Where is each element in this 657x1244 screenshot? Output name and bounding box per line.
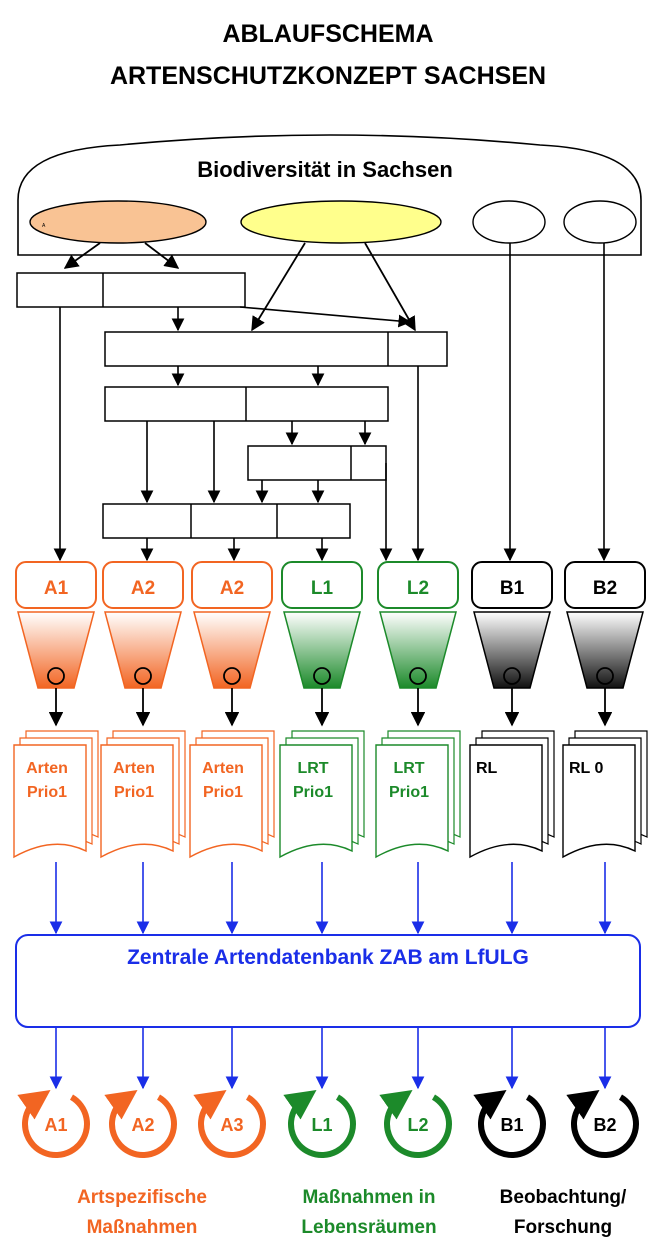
category-label-4: L1	[311, 578, 334, 599]
database-box	[15, 934, 641, 1028]
category-box-1	[15, 561, 97, 609]
category-label-1: A1	[44, 578, 69, 599]
cycle-label-2: A2	[131, 1115, 154, 1135]
doc-text-line-1-1: Arten	[26, 760, 68, 777]
dome-label: Biodiversität in Sachsen	[197, 157, 453, 182]
cycle-arrow-2	[104, 1089, 177, 1158]
group-artspezifisch-line-1: Artspezifische	[77, 1187, 207, 1208]
cycle-label-7: B2	[593, 1115, 616, 1135]
cycle-label-3: A3	[220, 1115, 243, 1135]
cycle-arrow-6	[473, 1089, 546, 1158]
funnel-7	[566, 611, 644, 689]
funnel-3	[193, 611, 271, 689]
cycle-arrow-4	[283, 1089, 356, 1158]
funnel-5	[379, 611, 457, 689]
cycle-arrow-7	[566, 1089, 639, 1158]
category-box-6	[471, 561, 553, 609]
group-forschung-line-1: Beobachtung/	[500, 1187, 627, 1208]
cycle-label-6: B1	[500, 1115, 523, 1135]
doc-text-line-1-3: Arten	[202, 760, 244, 777]
doc-sheet-front-2	[100, 744, 174, 859]
doc-text-line-2-2: Prio1	[114, 784, 154, 801]
doc-text-line-2-3: Prio1	[203, 784, 243, 801]
group-artspezifisch-line-2: Maßnahmen	[87, 1217, 198, 1238]
category-label-5: L2	[407, 578, 429, 599]
doc-text-line-1-7: RL 0	[569, 760, 603, 777]
funnel-outlet-4	[313, 667, 331, 685]
group-labels: Artspezifische Maßnahmen Maßnahmen in Le…	[77, 1187, 627, 1238]
sel-box-2	[104, 331, 448, 367]
category-columns: A1ArtenPrio1A1A2ArtenPrio1A2A2ArtenPrio1…	[13, 561, 648, 1158]
category-box-7	[564, 561, 646, 609]
doc-text-line-1-4: LRT	[297, 760, 328, 777]
cycle-label-1: A1	[44, 1115, 67, 1135]
doc-text-line-2-5: Prio1	[389, 784, 429, 801]
ellipse-lebensraum	[240, 200, 442, 244]
sel-box-1	[16, 272, 246, 308]
category-box-4	[281, 561, 363, 609]
doc-sheet-front-7	[562, 744, 636, 859]
sel-box-5	[102, 503, 351, 539]
funnel-outlet-7	[596, 667, 614, 685]
doc-sheet-front-4	[279, 744, 353, 859]
group-forschung-line-2: Forschung	[514, 1217, 612, 1238]
funnel-2	[104, 611, 182, 689]
category-box-5	[377, 561, 459, 609]
doc-text-line-2-1: Prio1	[27, 784, 67, 801]
box-flow-arrows	[53, 243, 611, 562]
doc-sheet-front-6	[469, 744, 543, 859]
funnel-outlet-3	[223, 667, 241, 685]
cycle-label-4: L1	[311, 1115, 332, 1135]
funnel-outlet-1	[47, 667, 65, 685]
category-box-3	[191, 561, 273, 609]
cycle-arrow-1	[17, 1089, 90, 1158]
title-line-2: ARTENSCHUTZKONZEPT SACHSEN	[110, 62, 546, 90]
category-box-2	[102, 561, 184, 609]
doc-text-line-1-5: LRT	[393, 760, 424, 777]
doc-text-line-2-4: Prio1	[293, 784, 333, 801]
category-label-3: A2	[220, 578, 244, 599]
doc-sheet-front-5	[375, 744, 449, 859]
funnel-6	[473, 611, 551, 689]
doc-text-line-1-2: Arten	[113, 760, 155, 777]
doc-text-line-1-6: RL	[476, 760, 498, 777]
category-label-6: B1	[500, 578, 525, 599]
group-lebensraum-line-2: Lebensräumen	[301, 1217, 436, 1238]
cycle-arrow-5	[379, 1089, 452, 1158]
funnel-1	[17, 611, 95, 689]
cycle-arrow-3	[193, 1089, 266, 1158]
database-label: Zentrale Artendatenbank ZAB am LfULG	[127, 946, 529, 969]
doc-sheet-front-1	[13, 744, 87, 859]
cycle-label-5: L2	[407, 1115, 428, 1135]
category-label-7: B2	[593, 578, 617, 599]
funnel-outlet-5	[409, 667, 427, 685]
ellipse-b2	[563, 200, 637, 244]
ellipse-b1	[472, 200, 546, 244]
title-line-1: ABLAUFSCHEMA	[222, 20, 433, 48]
funnel-outlet-6	[503, 667, 521, 685]
ellipse-artenschutz	[29, 200, 207, 244]
category-label-2: A2	[131, 578, 155, 599]
doc-sheet-front-3	[189, 744, 263, 859]
funnel-outlet-2	[134, 667, 152, 685]
ellipse-small-mark: A	[42, 223, 46, 229]
group-lebensraum-line-1: Maßnahmen in	[302, 1187, 435, 1208]
selection-boxes	[16, 272, 448, 539]
funnel-4	[283, 611, 361, 689]
sel-box-4	[247, 445, 387, 481]
